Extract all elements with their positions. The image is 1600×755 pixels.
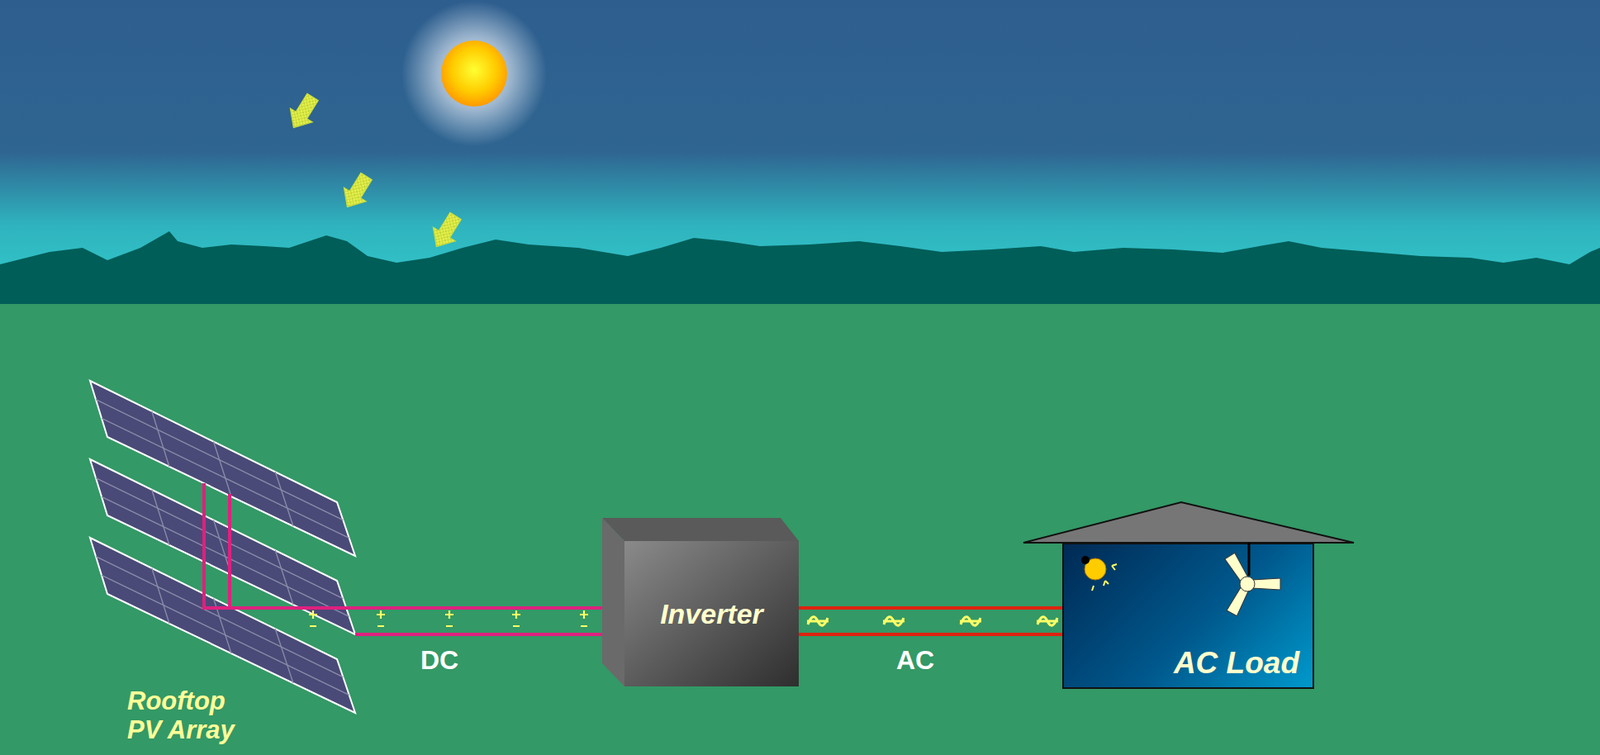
sunlight-arrow [425,208,467,254]
dc-wire [227,493,232,608]
pv-panel [90,459,356,635]
wire-label: AC [896,645,935,675]
ac-sine-symbol [807,617,829,626]
wire [798,632,1063,637]
panel-grid [95,556,343,678]
panel-grid [151,489,170,546]
house-load: AC Load [1062,542,1315,689]
ac-sine-symbol [959,617,982,626]
ceiling-fan [1224,552,1281,616]
text-holder: Inverter [624,541,799,687]
pv-array: Rooftop PV Array [82,375,356,750]
node-label: Inverter [659,598,764,631]
bulb-cap [1081,555,1090,565]
fan-hub [1239,576,1255,592]
inverter-front [624,541,799,687]
dc-polarity-symbol [512,610,521,627]
wire [355,606,603,610]
panel-grid [275,628,294,684]
panel-grid [151,568,170,624]
dc-polarity-symbol [308,610,318,627]
ground [0,303,1600,755]
dc-connector [308,607,603,635]
fan-rod [1248,542,1251,576]
house-roof [1023,502,1354,543]
dc-polarity-symbol [376,610,385,627]
panel-grid [213,441,233,498]
ac-sine-symbol [883,617,905,626]
ac-sine-symbol [1036,617,1059,626]
inverter-box: Inverter [602,517,799,687]
arrow-shape [282,90,324,135]
dc-polarity-symbol [445,610,454,627]
mountains [0,231,1600,304]
arrow-shape [425,208,467,254]
sky [0,0,1600,304]
node-label: Rooftop PV Array [127,687,252,745]
sunlight-arrow [336,169,378,214]
ac-connector [798,607,1063,635]
inverter-side [602,517,625,687]
sunlight-arrow [282,90,324,135]
inverter-top [602,517,799,542]
dc-polarity-symbol [579,610,589,627]
wire [355,632,603,637]
arrow-shape [336,169,378,214]
sun-glow [401,0,547,147]
node-label: AC Load [1173,646,1300,681]
panel-grid [151,411,170,467]
bulb-rays [1091,564,1117,591]
fan-blade [1252,578,1281,590]
panel-grid [275,550,294,605]
panel-grid [101,574,350,695]
sun [441,40,508,107]
panel-grid [275,471,294,527]
wire [798,606,1063,610]
dc-wire [204,483,356,608]
wire-label: DC [420,645,459,675]
panel-face [90,459,356,635]
